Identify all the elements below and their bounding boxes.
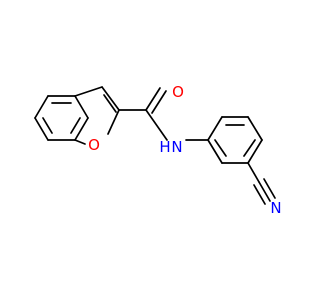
atom-label-nitrogen-amide: N — [171, 138, 182, 156]
atom-label-hydrogen-amide: H — [159, 138, 170, 156]
cyanophenyl-ring — [207, 116, 263, 164]
benzofuran-benzene-ring — [34, 95, 89, 141]
molecule-structure: O O N H N — [0, 0, 300, 300]
atom-label-nitrogen-nitrile: N — [270, 199, 281, 217]
atom-label-oxygen-carbonyl: O — [172, 83, 184, 101]
atom-label-oxygen-furan: O — [88, 136, 100, 154]
background — [0, 0, 300, 300]
nitrile-bonds — [247, 162, 276, 205]
amide-bonds — [118, 87, 209, 141]
benzofuran-furan-ring — [74, 86, 120, 145]
